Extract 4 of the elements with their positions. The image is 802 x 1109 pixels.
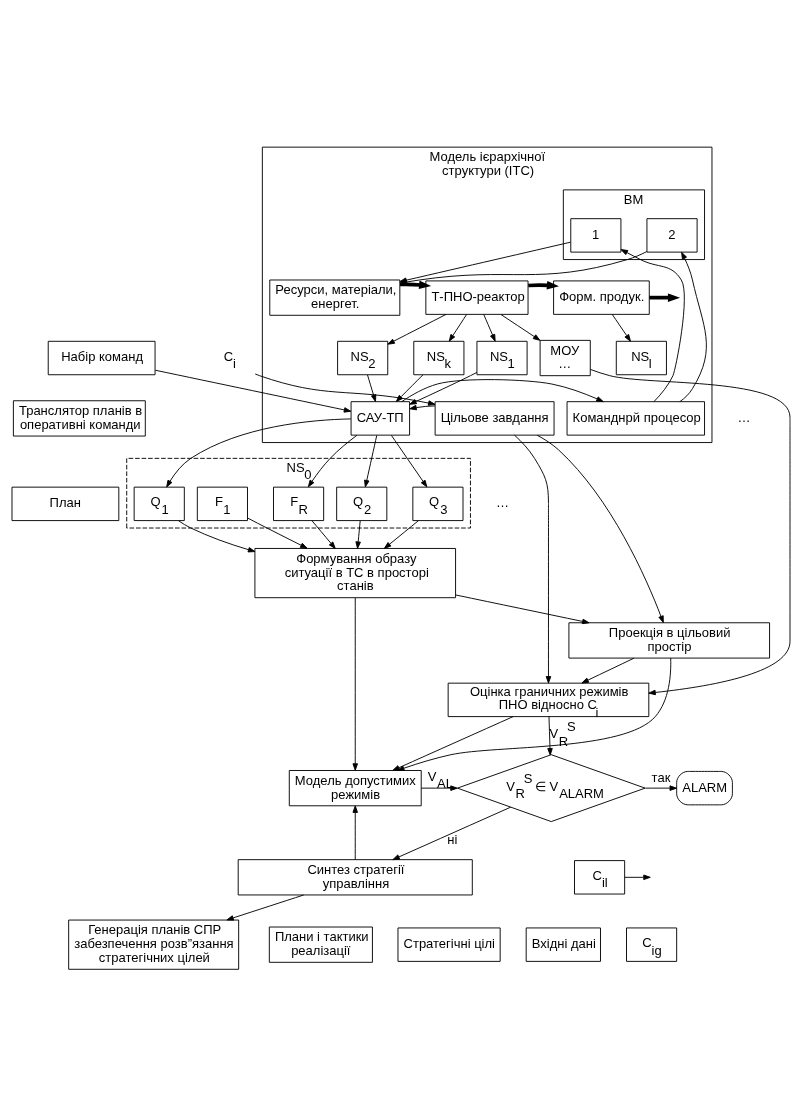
- label: …: [495, 495, 509, 511]
- label: …: [737, 409, 751, 425]
- edge-label: ні: [447, 832, 458, 848]
- edge-label: так: [651, 769, 671, 785]
